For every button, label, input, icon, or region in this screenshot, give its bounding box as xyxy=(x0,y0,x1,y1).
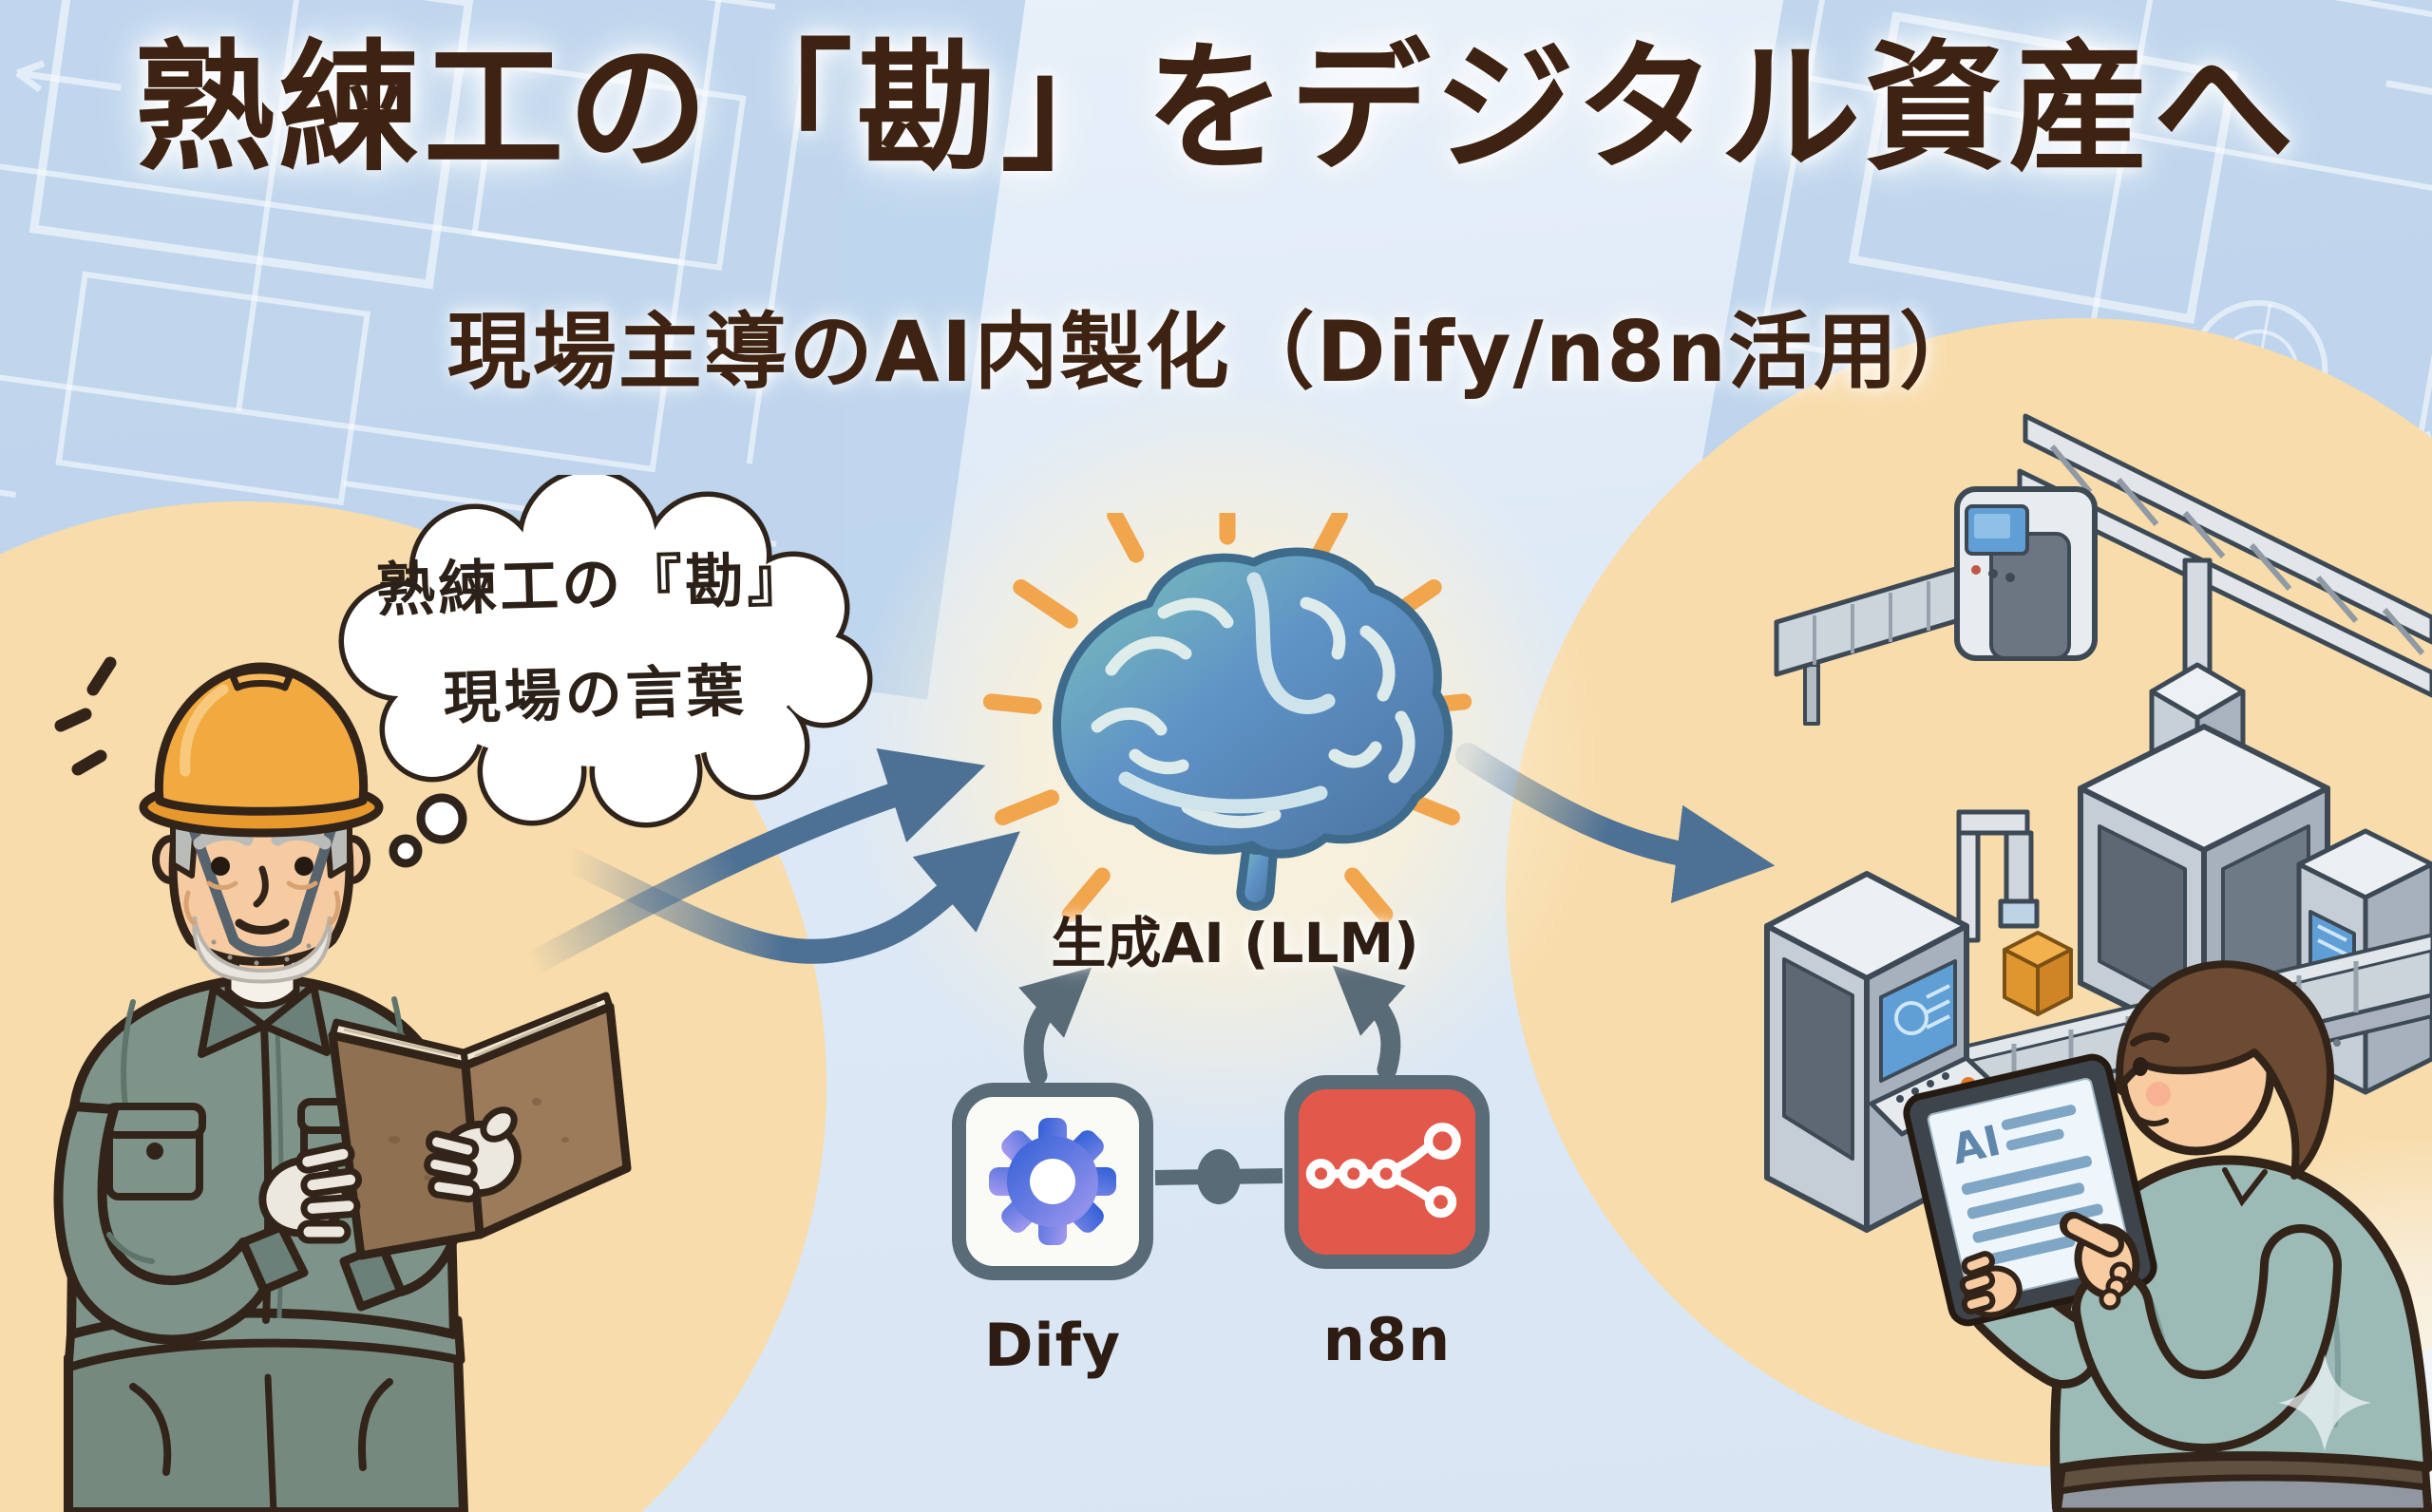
veteran-worker-illustration xyxy=(53,656,632,1512)
brain-folds xyxy=(1091,596,1416,829)
arrow-n8n-to-ai xyxy=(1332,965,1406,1080)
n8n-label: n8n xyxy=(1322,1305,1452,1374)
bubble-line-1: 熟練工の『勘』 xyxy=(375,544,810,625)
thought-bubble-trail xyxy=(389,793,467,868)
gantry-truss xyxy=(2017,413,2432,698)
thought-bubble-text: 熟練工の『勘』 現場の言葉 xyxy=(363,531,824,737)
dify-n8n-connector xyxy=(1154,1149,1283,1204)
emphasis-marks xyxy=(54,656,117,776)
arrow-worker-to-ai-upper xyxy=(520,747,986,976)
arrow-worker-to-ai-lower xyxy=(558,831,1020,964)
brain-divider xyxy=(1118,572,1336,814)
sparkle-icon xyxy=(2278,1354,2371,1451)
gear-icon xyxy=(989,1118,1116,1245)
holding-hand xyxy=(1959,1251,2023,1318)
arrow-ai-to-factory xyxy=(1455,743,1776,903)
page-subtitle: 現場主導のAI内製化（Dify/n8n活用） xyxy=(446,303,1986,401)
n8n-node xyxy=(1284,1075,1490,1269)
work-gloves xyxy=(258,1106,522,1244)
ai-core-label: 生成AI (LLM) xyxy=(1051,911,1419,975)
wrinkles xyxy=(183,880,341,926)
beard-stubble xyxy=(192,916,332,984)
product-box xyxy=(2003,931,2073,1016)
young-worker-illustration: AI xyxy=(1903,960,2432,1512)
page-title: 熟練工の「勘」をデジタル資産へ xyxy=(134,27,2298,190)
scanner-machine xyxy=(1954,486,2098,661)
dify-label: Dify xyxy=(983,1311,1122,1380)
tablet-ai-heading: AI xyxy=(1948,1117,2005,1175)
bubble-line-2: 現場の言葉 xyxy=(442,657,749,733)
dify-node xyxy=(952,1083,1153,1280)
hard-hat xyxy=(139,662,384,838)
brain-icon xyxy=(982,513,1472,923)
tablet: AI xyxy=(1903,1053,2157,1327)
pointing-hand xyxy=(2060,1212,2140,1311)
thought-bubble xyxy=(338,475,873,868)
workflow-nodes-icon xyxy=(1305,1123,1461,1219)
arrow-dify-to-ai xyxy=(1018,967,1092,1086)
